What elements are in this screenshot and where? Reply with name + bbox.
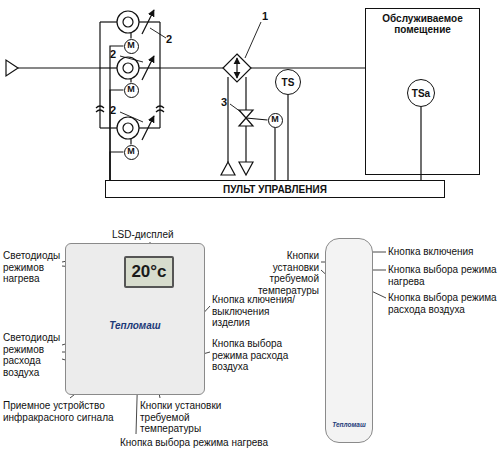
node-label: M	[127, 147, 135, 157]
remote-control: Тепломаш	[325, 238, 373, 443]
callout-number: 2	[110, 104, 122, 117]
annotation-label: Кнопка выбора режима нагрева	[120, 437, 320, 449]
control-wire	[287, 95, 288, 180]
node-label: TSa	[412, 88, 430, 99]
node-label: M	[271, 115, 279, 125]
motor-circle: M	[124, 39, 139, 54]
annotation-label: Кнопка ключения/ выключения изделия	[212, 294, 300, 329]
fan-bracket	[99, 22, 100, 128]
sensor-circle: TS	[275, 69, 301, 95]
leader-line	[120, 22, 261, 122]
annotation-label: Светодиоды режимов нагрева	[3, 250, 63, 285]
sensor-circle: TSa	[407, 79, 435, 107]
node-label: TS	[282, 77, 295, 88]
break-mark	[96, 106, 164, 112]
node-label: Обслуживаемое помещение	[369, 13, 476, 35]
inlet-triangle	[6, 60, 18, 76]
annotation-label: Кнопки установки требуемой температуры	[140, 400, 240, 435]
annotation-label: Кнопки установки требуемой температуры	[241, 250, 319, 296]
annotation-label: Кнопка выбора режима нагрева	[388, 264, 498, 287]
fan-symbol	[117, 11, 139, 145]
annotation-label: Кнопка выбора режима расхода воздуха	[388, 292, 498, 315]
control-wire	[274, 128, 275, 181]
lcd-display: 20°c	[124, 256, 174, 288]
callout-number: 2	[166, 33, 178, 46]
display-reading: 20°c	[131, 263, 166, 282]
motor-circle: M	[124, 145, 139, 160]
callout-number: 2	[110, 48, 122, 61]
node-label: ПУЛЬТ УПРАВЛЕНИЯ	[223, 184, 327, 195]
control-wire	[110, 152, 124, 180]
fan-bracket	[159, 22, 160, 128]
motor-circle: M	[268, 113, 283, 128]
control-band: ПУЛЬТ УПРАВЛЕНИЯ	[105, 180, 445, 198]
node-label: M	[127, 41, 135, 51]
room-box: Обслуживаемое помещениеTSa	[365, 8, 480, 175]
callout-number: 3	[221, 96, 233, 109]
annotation-label: LSD-дисплей	[112, 229, 192, 241]
motor-circle: M	[124, 83, 139, 98]
node-label: M	[127, 85, 135, 95]
brand-logo: Тепломаш	[332, 421, 365, 428]
callout-number: 1	[262, 10, 274, 23]
control-wire	[420, 107, 421, 180]
annotation-label: Кнопка включения	[388, 246, 498, 258]
heat-exchanger	[223, 54, 251, 82]
annotation-label: Светодиоды режимов расхода воздуха	[3, 332, 63, 378]
pipe-triangle	[239, 162, 253, 175]
thermostat-panel: Тепломаш 20°c	[65, 243, 205, 395]
pipe-triangle	[221, 162, 235, 175]
control-wire	[110, 90, 124, 180]
brand-logo: Тепломаш	[109, 320, 160, 331]
annotation-label: Кнопка выбора режима расхода воздуха	[212, 338, 300, 373]
annotation-label: Приемное устройство инфракрасного сигнал…	[3, 400, 115, 423]
